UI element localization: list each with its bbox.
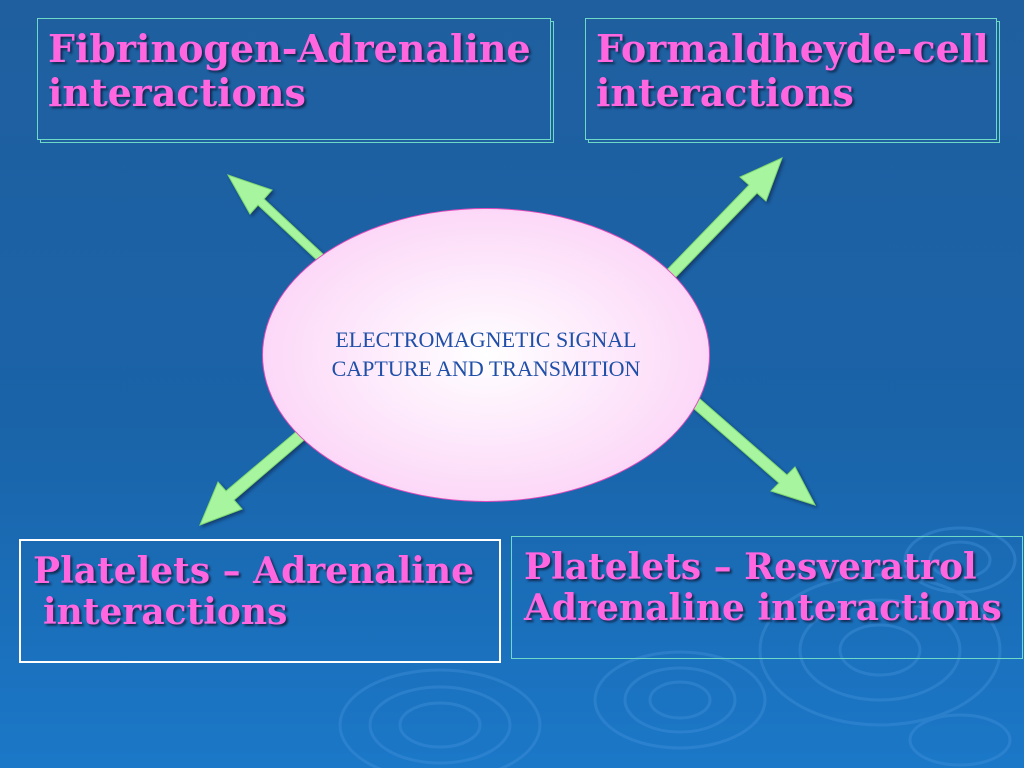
box-title-line1: Fibrinogen-Adrenaline: [48, 26, 531, 71]
central-ellipse: ELECTROMAGNETIC SIGNAL CAPTURE AND TRANS…: [262, 208, 710, 502]
box-title-line2: interactions: [596, 69, 854, 115]
center-label-line1: ELECTROMAGNETIC SIGNAL: [335, 327, 637, 353]
box-title-line1: Platelets – Resveratrol: [524, 546, 977, 588]
box-title-line1: Platelets – Adrenaline: [33, 550, 475, 592]
fibrinogen-adrenaline-box: Fibrinogen-Adrenaline interactions: [37, 18, 551, 140]
box-title-line1: Formaldheyde-cell: [596, 26, 989, 71]
box-title-line2: interactions: [48, 69, 306, 115]
formaldheyde-cell-box: Formaldheyde-cell interactions: [585, 18, 997, 140]
center-label-line2: CAPTURE AND TRANSMITION: [331, 356, 641, 381]
platelets-resveratrol-box: Platelets – Resveratrol Adrenaline inter…: [511, 536, 1023, 659]
box-title-line2: Adrenaline interactions: [524, 587, 1002, 630]
box-title-line2: interactions: [43, 591, 288, 634]
platelets-adrenaline-box: Platelets – Adrenaline interactions: [19, 539, 501, 663]
